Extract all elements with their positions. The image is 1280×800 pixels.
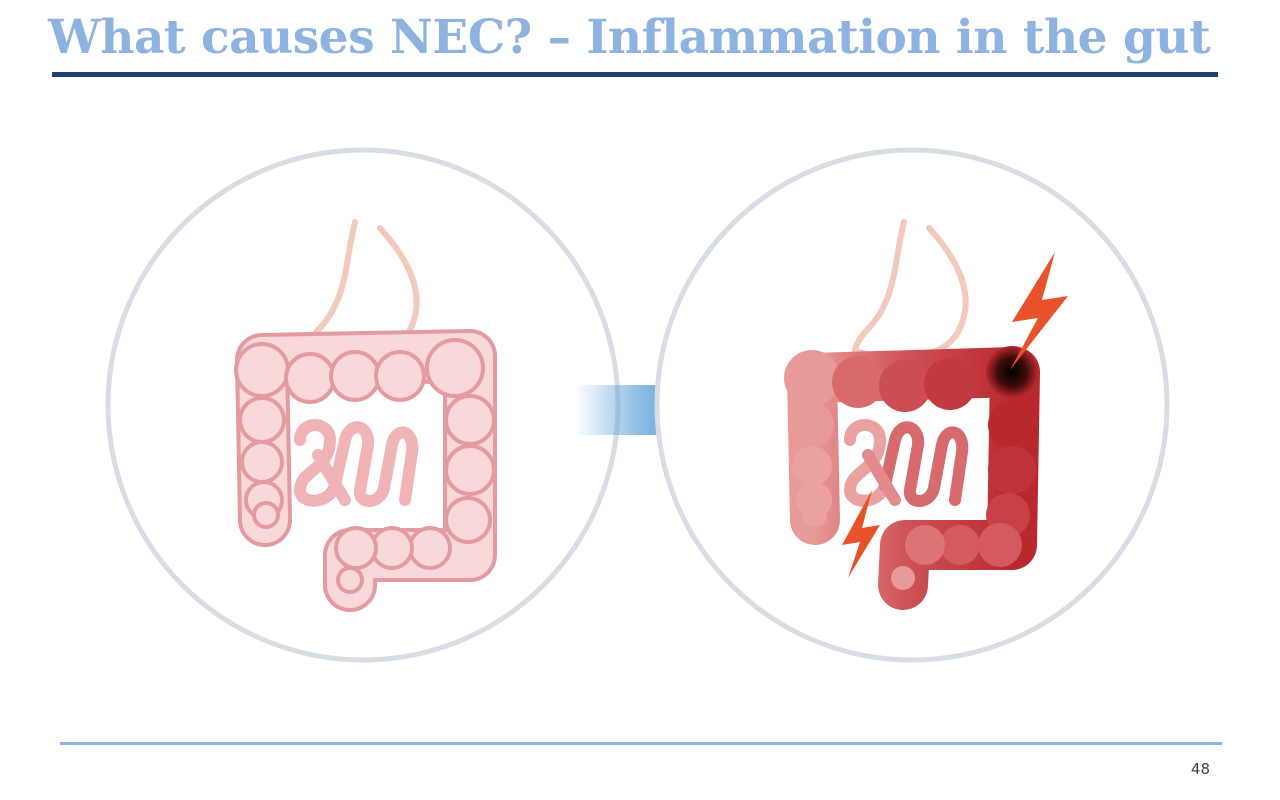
page-number: 48 [1190, 760, 1210, 778]
large-intestine-icon [234, 329, 497, 612]
slide-title: What causes NEC? – Inflammation in the g… [48, 10, 1211, 65]
lightning-icon [1010, 252, 1068, 370]
title-divider [52, 72, 1218, 77]
lightning-icon [842, 490, 880, 578]
inflammation-focus [986, 346, 1038, 398]
small-intestine-icon [844, 419, 969, 507]
healthy-gut-panel [105, 147, 621, 663]
small-intestine-icon [294, 419, 419, 507]
inflamed-gut-panel [654, 147, 1170, 663]
large-intestine-icon [784, 346, 1040, 610]
footer-divider [60, 742, 1222, 745]
